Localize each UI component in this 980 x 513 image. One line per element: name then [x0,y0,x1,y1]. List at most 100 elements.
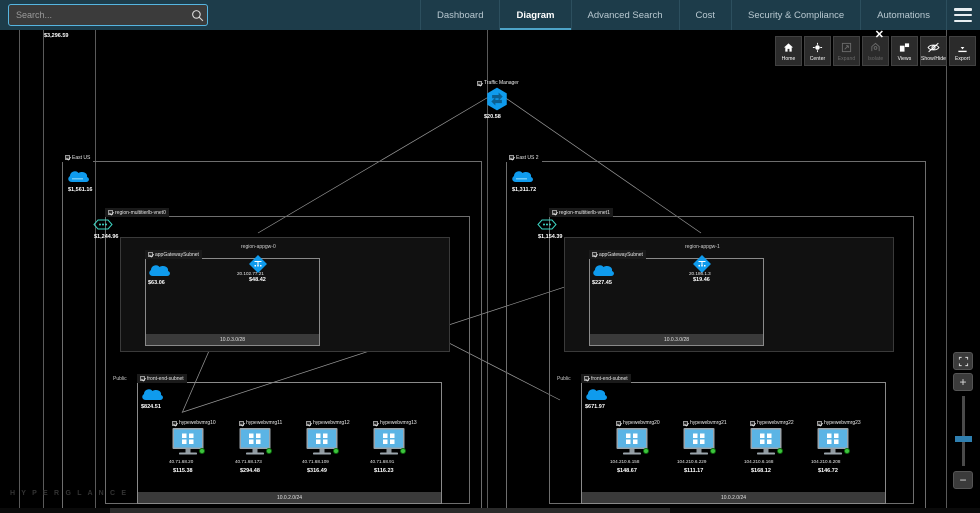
guide-line-5 [946,30,947,513]
vm-hypewebvmrg21-status-icon [710,448,716,454]
vm-hypewebvmrg21-name: hypewebvmrg21 [690,420,727,426]
views-button[interactable]: Views [891,36,918,66]
appgw-node-right[interactable] [692,254,712,274]
vm-hypewebvmrg13-checkbox[interactable] [373,420,378,426]
zoom-slider-handle[interactable] [954,436,972,442]
horizontal-scrollbar[interactable] [0,508,980,513]
vm-hypewebvmrg10-checkbox[interactable] [172,420,177,426]
subnet-appgateway-left[interactable]: appGatewaySubnet 10.0.3.0/28 [145,250,320,346]
tab-cost[interactable]: Cost [680,0,733,30]
subnet-frontend-left-cidr: 10.0.2.0/24 [138,492,441,503]
vnet1-icon [536,218,558,231]
region-east-us-2-tab[interactable]: East US 2 [506,153,542,162]
hamburger-menu-icon[interactable] [954,8,972,22]
appgw-node-left[interactable] [248,254,268,274]
vm-hypewebvmrg21-checkbox[interactable] [683,420,688,426]
vm-hypewebvmrg22-checkbox[interactable] [750,420,755,426]
vm-hypewebvmrg11-label: hypewebvmrg11 [239,420,282,426]
vm-hypewebvmrg20-status-icon [643,448,649,454]
tab-dashboard[interactable]: Dashboard [420,0,501,30]
tab-security-compliance[interactable]: Security & Compliance [732,0,862,30]
vm-hypewebvmrg10-status-icon [199,448,205,454]
vm-hypewebvmrg11-name: hypewebvmrg11 [246,420,283,426]
subnet-appgateway-left-name: appGatewaySubnet [155,251,199,258]
tab-automations[interactable]: Automations [861,0,947,30]
vm-hypewebvmrg10-icon[interactable] [170,427,206,457]
subnet-appgateway-right[interactable]: appGatewaySubnet 10.0.3.0/28 [589,250,764,346]
vnet0-cost: $1,244.96 [94,234,119,240]
vnet0-checkbox[interactable] [108,210,113,215]
vnet1-checkbox[interactable] [552,210,557,215]
guide-line-1 [19,30,20,513]
vm-hypewebvmrg10-ip: 40.71.68.20 [169,459,194,464]
vm-hypewebvmrg22-ip: 104.210.6.168 [744,459,774,464]
vm-hypewebvmrg13-icon[interactable] [371,427,407,457]
region-east-us-2-cloud-icon [510,168,536,184]
public-label-right: Public [557,376,571,382]
subnet-frontend-right[interactable]: front-end-subnet 10.0.2.0/24 [581,374,886,504]
close-toolbar-icon[interactable]: ✕ [874,29,884,41]
vm-hypewebvmrg13-label: hypewebvmrg13 [373,420,417,426]
vnet0-icon [92,218,114,231]
home-button[interactable]: Home [775,36,802,66]
vm-hypewebvmrg20-icon[interactable] [614,427,650,457]
subnet-frontend-left-checkbox[interactable] [140,376,145,381]
vnet0-tab[interactable]: region-multitierlb-vnet0 [105,208,169,217]
vm-hypewebvmrg12-icon[interactable] [304,427,340,457]
vm-hypewebvmrg20-label: hypewebvmrg20 [616,420,660,426]
vm-hypewebvmrg23-checkbox[interactable] [817,420,822,426]
subnet-frontend-left[interactable]: front-end-subnet 10.0.2.0/24 [137,374,442,504]
subnet-appgateway-left-checkbox[interactable] [148,252,153,257]
traffic-manager-icon[interactable] [484,86,510,112]
subnet-appgateway-left-cloud-icon [147,262,173,278]
views-button-label: Views [897,55,912,62]
traffic-manager-label: Traffic Manager [477,80,519,86]
vm-hypewebvmrg23-icon[interactable] [815,427,851,457]
vm-hypewebvmrg10-name: hypewebvmrg10 [179,420,216,426]
subnet-frontend-right-tab[interactable]: front-end-subnet [581,374,631,383]
vm-hypewebvmrg11-status-icon [266,448,272,454]
region-east-us-2-checkbox[interactable] [509,155,514,160]
zoom-out-button[interactable]: − [953,471,973,489]
horizontal-scrollbar-thumb[interactable] [110,508,670,513]
vm-hypewebvmrg12-label: hypewebvmrg12 [306,420,350,426]
region-east-us-checkbox[interactable] [65,155,70,160]
subnet-appgateway-left-tab[interactable]: appGatewaySubnet [145,250,202,259]
isolate-button[interactable]: Isolate [862,36,889,66]
subnet-frontend-left-cost: $824.51 [141,404,161,410]
tab-advanced-search[interactable]: Advanced Search [572,0,680,30]
zoom-slider[interactable] [954,396,972,466]
home-button-label: Home [781,55,796,62]
subnet-frontend-right-checkbox[interactable] [584,376,589,381]
traffic-manager-checkbox[interactable] [477,80,482,86]
vnet1-tab[interactable]: region-multitierlb-vnet1 [549,208,613,217]
subnet-appgateway-right-checkbox[interactable] [592,252,597,257]
subnet-frontend-left-tab[interactable]: front-end-subnet [137,374,187,383]
expand-button[interactable]: Expand [833,36,860,66]
vm-hypewebvmrg20-checkbox[interactable] [616,420,621,426]
subnet-frontend-right-cost: $671.97 [585,404,605,410]
tab-diagram[interactable]: Diagram [500,0,572,30]
vm-hypewebvmrg23-name: hypewebvmrg23 [824,420,861,426]
nav-tabs: Dashboard Diagram Advanced Search Cost S… [420,0,947,30]
vm-hypewebvmrg21-icon[interactable] [681,427,717,457]
search-icon[interactable] [187,5,207,25]
vm-hypewebvmrg11-icon[interactable] [237,427,273,457]
export-button[interactable]: Export [949,36,976,66]
zoom-in-button[interactable]: + [953,373,973,391]
vm-hypewebvmrg22-icon[interactable] [748,427,784,457]
show-hide-button[interactable]: Show/Hide [920,36,947,66]
show-hide-button-label: Show/Hide [920,55,947,62]
region-east-us-tab[interactable]: East US [62,153,94,162]
search-input[interactable] [9,10,187,20]
diagram-canvas[interactable]: $3,296.59 Traffic Manager [0,30,980,513]
fit-to-screen-button[interactable] [953,352,973,370]
center-button[interactable]: Center [804,36,831,66]
vm-hypewebvmrg13-ip: 40.71.68.91 [370,459,395,464]
vm-hypewebvmrg11-checkbox[interactable] [239,420,244,426]
vm-hypewebvmrg12-checkbox[interactable] [306,420,311,426]
subnet-appgateway-right-tab[interactable]: appGatewaySubnet [589,250,646,259]
search-box[interactable] [8,4,208,26]
canvas-toolbar: Home Center Expand Isol [775,36,976,66]
appgw-node-left-cost: $48.42 [249,277,266,283]
